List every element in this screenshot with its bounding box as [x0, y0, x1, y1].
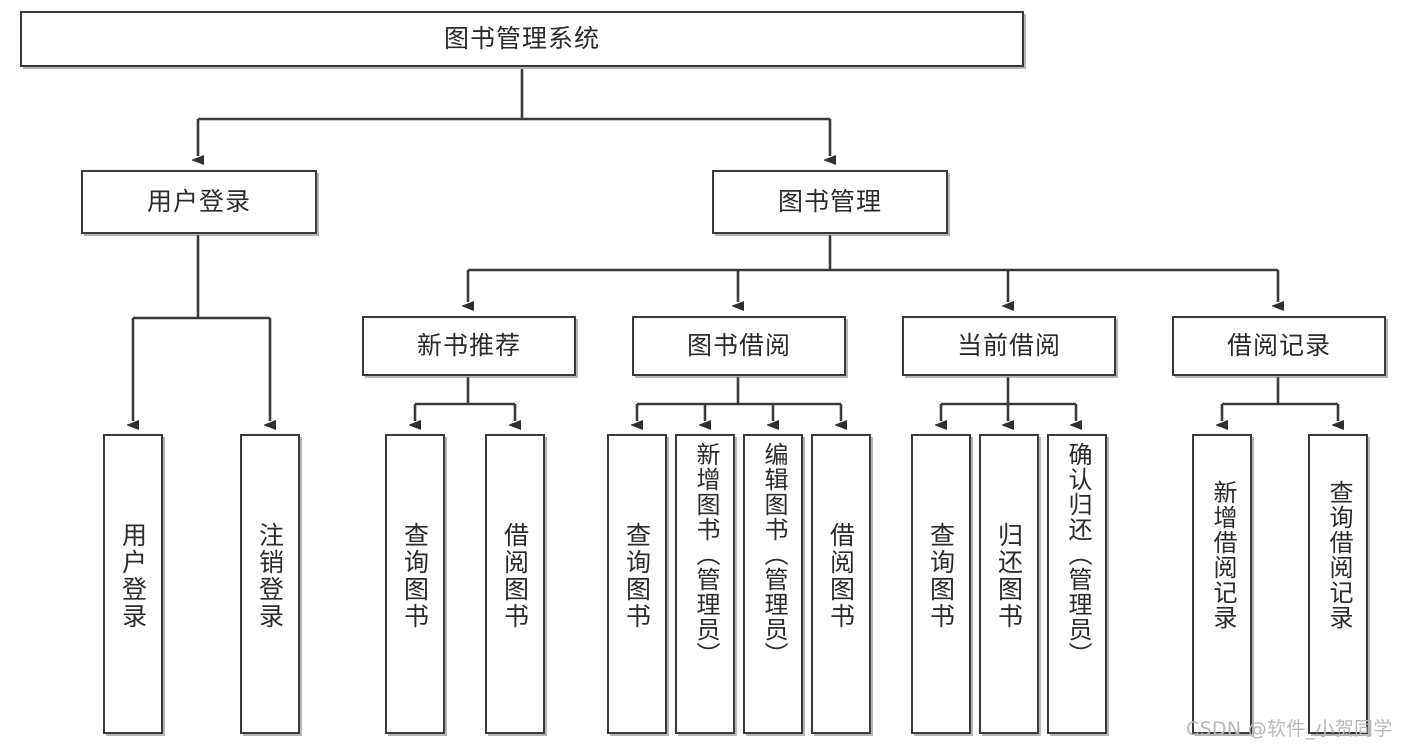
- node-label: 当前借阅: [956, 331, 1061, 361]
- node-label: 查询图书: [926, 522, 956, 630]
- node-label: 查询借阅记录: [1324, 480, 1353, 630]
- leaf-borrow-book-new-rec[interactable]: 借阅图书: [485, 434, 545, 734]
- leaf-user-logout[interactable]: 注销登录: [240, 434, 300, 734]
- node-new-book-recommendation[interactable]: 新书推荐: [362, 316, 576, 376]
- node-label: 编辑图书（管理员）: [759, 442, 788, 667]
- node-label: 新增图书（管理员）: [691, 442, 720, 667]
- node-label: 图书管理系统: [443, 24, 600, 54]
- leaf-query-book-current[interactable]: 查询图书: [911, 434, 971, 734]
- node-label: 用户登录: [146, 187, 251, 217]
- leaf-add-borrow-record[interactable]: 新增借阅记录: [1192, 434, 1252, 734]
- node-label: 借阅记录: [1226, 331, 1331, 361]
- node-book-management-system[interactable]: 图书管理系统: [20, 11, 1024, 67]
- leaf-query-book-borrow[interactable]: 查询图书: [607, 434, 667, 734]
- leaf-user-login[interactable]: 用户登录: [103, 434, 163, 734]
- node-label: 借阅图书: [500, 522, 530, 630]
- node-label: 确认归还（管理员）: [1063, 442, 1092, 667]
- node-book-borrowing[interactable]: 图书借阅: [632, 316, 846, 376]
- leaf-query-book-new-rec[interactable]: 查询图书: [385, 434, 445, 734]
- node-label: 新书推荐: [416, 331, 521, 361]
- node-label: 归还图书: [994, 522, 1024, 630]
- node-book-management[interactable]: 图书管理: [712, 170, 948, 234]
- node-label: 借阅图书: [826, 522, 856, 630]
- node-borrow-records[interactable]: 借阅记录: [1172, 316, 1386, 376]
- leaf-borrow-book-borrow[interactable]: 借阅图书: [811, 434, 871, 734]
- leaf-edit-book-admin[interactable]: 编辑图书（管理员）: [743, 434, 803, 734]
- node-label: 用户登录: [118, 522, 148, 630]
- leaf-return-book[interactable]: 归还图书: [979, 434, 1039, 734]
- node-current-borrowing[interactable]: 当前借阅: [902, 316, 1116, 376]
- node-label: 图书借阅: [686, 331, 791, 361]
- leaf-confirm-return-admin[interactable]: 确认归还（管理员）: [1047, 434, 1107, 734]
- leaf-query-borrow-record[interactable]: 查询借阅记录: [1308, 434, 1368, 734]
- leaf-add-book-admin[interactable]: 新增图书（管理员）: [675, 434, 735, 734]
- node-label: 图书管理: [777, 187, 882, 217]
- node-label: 查询图书: [622, 522, 652, 630]
- csdn-watermark: CSDN @软件_小贺同学: [1186, 718, 1393, 740]
- node-user-login[interactable]: 用户登录: [81, 170, 317, 234]
- node-label: 注销登录: [255, 522, 285, 630]
- node-label: 新增借阅记录: [1208, 480, 1237, 630]
- node-label: 查询图书: [400, 522, 430, 630]
